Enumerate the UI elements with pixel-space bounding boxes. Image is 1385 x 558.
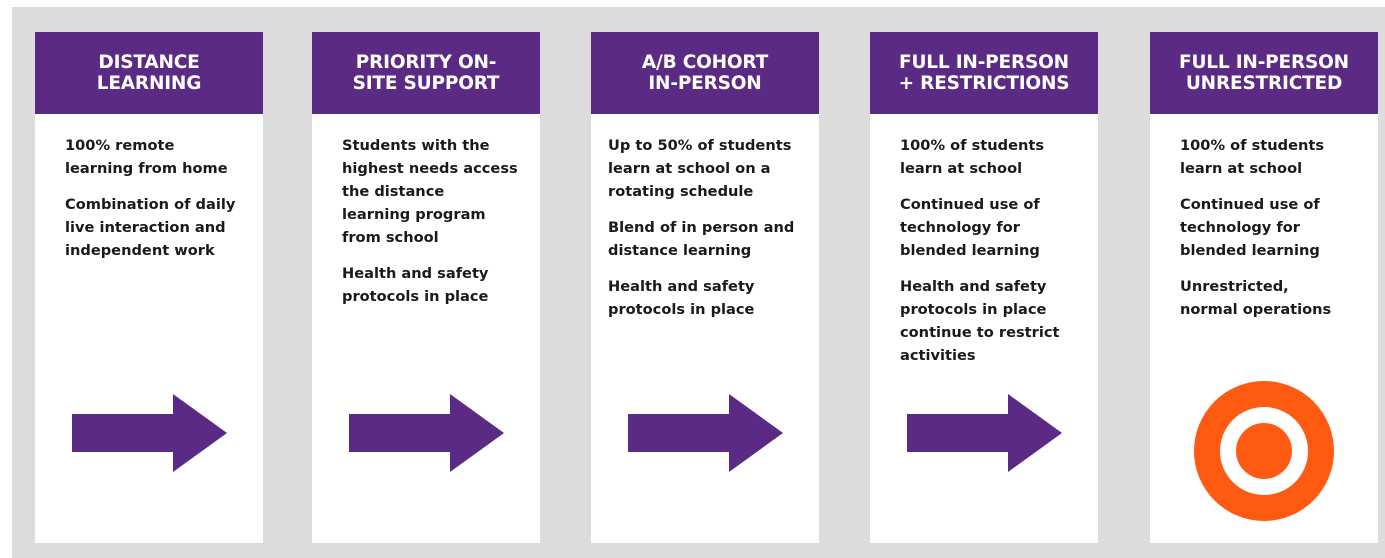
stage-title-line2: + RESTRICTIONS [898, 73, 1070, 94]
stage-description: Up to 50% of students learn at school on… [608, 137, 792, 200]
stage-title-line2: SITE SUPPORT [352, 73, 500, 94]
stage-description: Unrestricted, normal operations [1180, 278, 1332, 318]
stage-card-full-in-person-restrictions: FULL IN-PERSON + RESTRICTIONS 100% of st… [870, 32, 1098, 543]
stage-title-line1: PRIORITY ON- [355, 52, 497, 73]
arrow-right-icon [907, 394, 1062, 472]
stage-description: 100% remote learning from home [65, 137, 228, 177]
stage-description: 100% of students learn at school [1180, 137, 1325, 177]
stage-description: Students with the highest needs access t… [342, 137, 518, 246]
stage-description: Combination of daily live interaction an… [65, 196, 236, 259]
stage-description: Health and safety protocols in place [342, 265, 489, 305]
stage-description: Health and safety protocols in place con… [900, 278, 1060, 364]
stage-card-distance-learning: DISTANCE LEARNING 100% remote learning f… [35, 32, 263, 543]
stage-header: FULL IN-PERSON + RESTRICTIONS [870, 32, 1098, 114]
stage-card-full-in-person-unrestricted: FULL IN-PERSON UNRESTRICTED 100% of stud… [1150, 32, 1378, 543]
stage-title-line2: LEARNING [96, 73, 202, 94]
stage-body: Students with the highest needs access t… [312, 114, 540, 308]
stage-header: FULL IN-PERSON UNRESTRICTED [1150, 32, 1378, 114]
stage-description: Blend of in person and distance learning [608, 219, 795, 259]
stages-board: DISTANCE LEARNING 100% remote learning f… [12, 7, 1385, 558]
stage-title-line2: UNRESTRICTED [1185, 73, 1343, 94]
stage-header: DISTANCE LEARNING [35, 32, 263, 114]
arrow-right-icon [349, 394, 504, 472]
stage-title-line1: DISTANCE [98, 52, 200, 73]
stage-title-line1: FULL IN-PERSON [899, 52, 1069, 73]
arrow-right-icon [72, 394, 227, 472]
stage-title-line2: IN-PERSON [648, 73, 762, 94]
stage-body: 100% of students learn at school Continu… [870, 114, 1098, 367]
stage-body: 100% of students learn at school Continu… [1150, 114, 1378, 321]
stage-card-priority-on-site-support: PRIORITY ON- SITE SUPPORT Students with … [312, 32, 540, 543]
stage-header: PRIORITY ON- SITE SUPPORT [312, 32, 540, 114]
stage-description: Continued use of technology for blended … [1180, 196, 1320, 259]
stage-title-line1: A/B COHORT [641, 52, 769, 73]
stage-description: 100% of students learn at school [900, 137, 1045, 177]
stage-description: Continued use of technology for blended … [900, 196, 1040, 259]
stage-body: 100% remote learning from home Combinati… [35, 114, 263, 262]
stage-body: Up to 50% of students learn at school on… [591, 114, 819, 321]
stage-card-ab-cohort-in-person: A/B COHORT IN-PERSON Up to 50% of studen… [591, 32, 819, 543]
arrow-right-icon [628, 394, 783, 472]
stage-header: A/B COHORT IN-PERSON [591, 32, 819, 114]
stage-description: Health and safety protocols in place [608, 278, 755, 318]
stage-title-line1: FULL IN-PERSON [1179, 52, 1349, 73]
target-icon [1194, 381, 1334, 521]
